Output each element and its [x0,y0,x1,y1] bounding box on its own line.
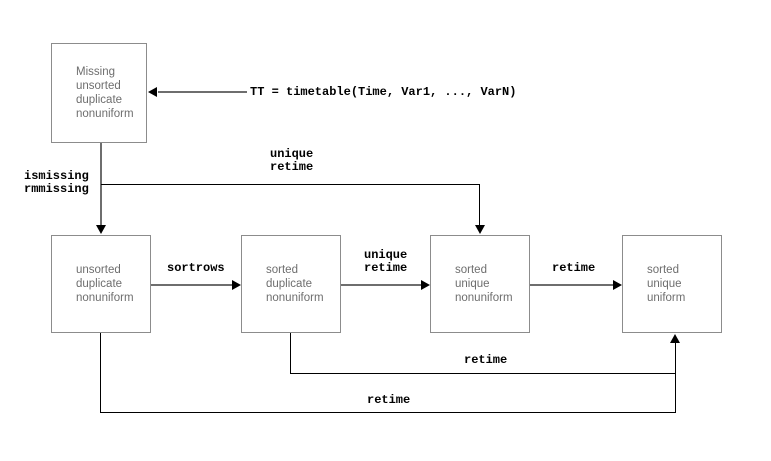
retime-arrow-line [530,284,613,286]
unique-retime-branch-hline [101,184,480,185]
arrowhead-down-icon [96,225,106,234]
retime-to-uniform-label: retime [552,261,596,275]
unique-retime-arrow-line [341,284,421,286]
state-box-label: sorted duplicate nonuniform [266,264,324,304]
state-box-unsorted-duplicate-nonuniform: unsorted duplicate nonuniform [51,235,151,333]
sortrows-label: sortrows [167,261,225,275]
arrowhead-left-icon [148,87,157,97]
state-box-sorted-unique-uniform: sorted unique uniform [622,235,722,333]
missing-flow-line [100,143,102,227]
retime-feedback2-label: retime [367,393,411,407]
state-box-missing-unsorted-duplicate-nonuniform: Missing unsorted duplicate nonuniform [51,43,147,143]
retime-feedback1-label: retime [464,353,508,367]
arrowhead-right-icon [613,280,622,290]
retime-feedback1-vline [290,333,291,373]
state-box-sorted-unique-nonuniform: sorted unique nonuniform [430,235,530,333]
code-arrow-line [158,91,247,93]
state-box-label: unsorted duplicate nonuniform [76,264,134,304]
arrowhead-up-icon [670,334,680,343]
arrowhead-right-icon [232,280,241,290]
state-box-label: Missing unsorted duplicate nonuniform [76,66,134,120]
retime-feedback1-hline [290,373,676,374]
missing-functions-label: ismissing rmmissing [24,169,89,196]
code-label: TT = timetable(Time, Var1, ..., VarN) [250,85,517,99]
retime-feedback2-vline [100,333,101,412]
unique-retime-branch-label: unique retime [270,147,314,174]
arrowhead-down-icon [475,225,485,234]
state-box-label: sorted unique nonuniform [455,264,513,304]
retime-feedback-shared-vline [675,341,676,413]
sortrows-arrow-line [151,284,232,286]
arrowhead-right-icon [421,280,430,290]
unique-retime-label: unique retime [364,248,408,275]
retime-feedback2-hline [100,412,676,413]
state-box-sorted-duplicate-nonuniform: sorted duplicate nonuniform [241,235,341,333]
unique-retime-branch-vline [479,184,480,226]
state-box-label: sorted unique uniform [647,264,686,304]
